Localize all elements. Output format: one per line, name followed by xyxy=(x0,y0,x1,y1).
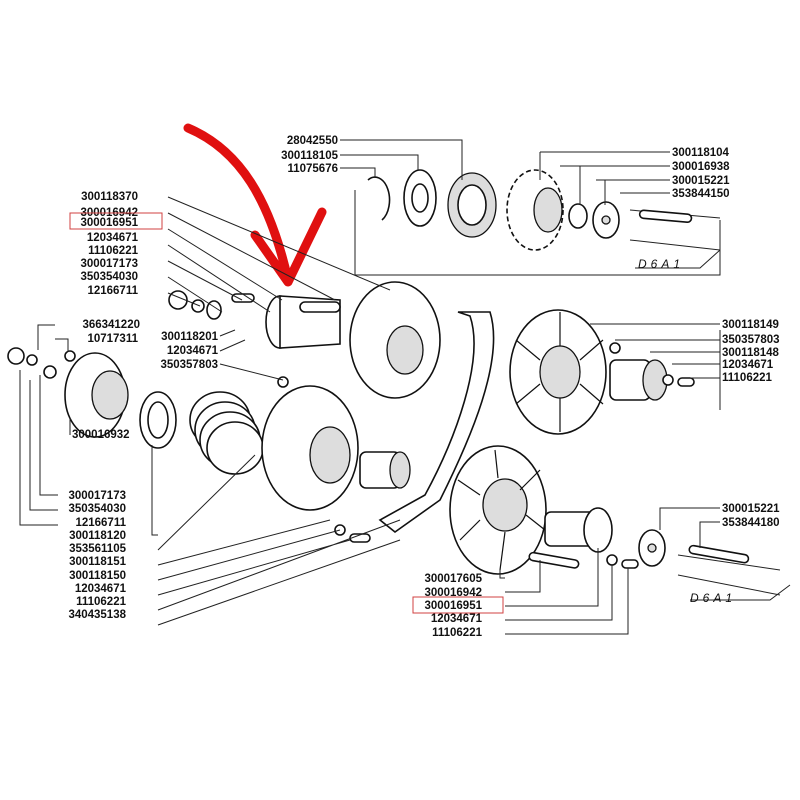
part-label: 300118105 xyxy=(281,150,339,162)
part-label: 353844150 xyxy=(672,188,730,200)
driven-pulley-assembly xyxy=(334,309,781,596)
reference-code: D6A1 xyxy=(690,591,736,605)
part-label: 11106221 xyxy=(722,372,773,384)
part-label: 340435138 xyxy=(68,609,126,621)
part-label: 12166711 xyxy=(75,517,126,529)
part-label: 300015221 xyxy=(672,175,730,187)
part-label: 300118120 xyxy=(69,530,126,542)
part-label-highlighted: 300016951 xyxy=(424,600,482,612)
highlight-box xyxy=(69,212,163,230)
part-label: 28042550 xyxy=(287,135,338,147)
part-label: 300017173 xyxy=(68,490,126,502)
drive-pulley-assembly xyxy=(7,281,441,511)
part-label: 12034671 xyxy=(87,232,139,244)
part-label: 11106221 xyxy=(88,245,139,257)
belt xyxy=(378,311,495,534)
part-label: 300118150 xyxy=(69,570,126,582)
right-labels: 300118149 350357803 300118148 12034671 1… xyxy=(722,319,780,529)
left-bottom-labels: 300017173 350354030 12166711 300118120 3… xyxy=(68,490,126,621)
part-label: 300118104 xyxy=(672,147,730,159)
bottom-labels: 300017605 300016942 300016951 12034671 1… xyxy=(412,573,736,639)
part-label: 300118148 xyxy=(722,347,780,359)
part-label: 300118370 xyxy=(81,191,138,203)
part-label: 12166711 xyxy=(87,285,138,297)
part-label: 366341220 xyxy=(82,319,140,331)
part-label: 12034671 xyxy=(167,345,219,357)
part-label: 350357803 xyxy=(160,359,218,371)
red-arrow-annotation xyxy=(183,123,327,287)
part-label: 300017605 xyxy=(424,573,482,585)
part-label-highlighted: 300016951 xyxy=(80,217,138,229)
part-label: 12034671 xyxy=(431,613,483,625)
top-shaft-assembly xyxy=(354,169,721,276)
part-label: 350354030 xyxy=(80,271,138,283)
part-label: 11106221 xyxy=(76,596,127,608)
part-label: 12034671 xyxy=(722,359,774,371)
part-label: 300017173 xyxy=(80,258,138,270)
part-label: 350357803 xyxy=(722,334,780,346)
part-label: 353844180 xyxy=(722,517,780,529)
part-label: 300118201 xyxy=(161,331,219,343)
top-labels: 28042550 300118105 11075676 300118104 30… xyxy=(281,135,730,271)
part-label: 11075676 xyxy=(287,163,338,175)
part-label: 353561105 xyxy=(69,543,127,555)
reference-code: D6A1 xyxy=(638,257,684,271)
part-label: 300016932 xyxy=(72,429,130,441)
part-label: 300015221 xyxy=(722,503,780,515)
part-label: 12034671 xyxy=(75,583,127,595)
part-label: 300016938 xyxy=(672,161,730,173)
leader-lines xyxy=(19,139,791,635)
part-label: 350354030 xyxy=(68,503,126,515)
part-label: 300118149 xyxy=(722,319,779,331)
highlight-box xyxy=(412,596,504,614)
part-label: 300016942 xyxy=(424,587,482,599)
part-label: 10717311 xyxy=(87,333,138,345)
part-label: 300118151 xyxy=(69,556,127,568)
part-label: 11106221 xyxy=(432,627,483,639)
left-labels: 300118370 300016942 300016951 12034671 1… xyxy=(69,191,219,441)
